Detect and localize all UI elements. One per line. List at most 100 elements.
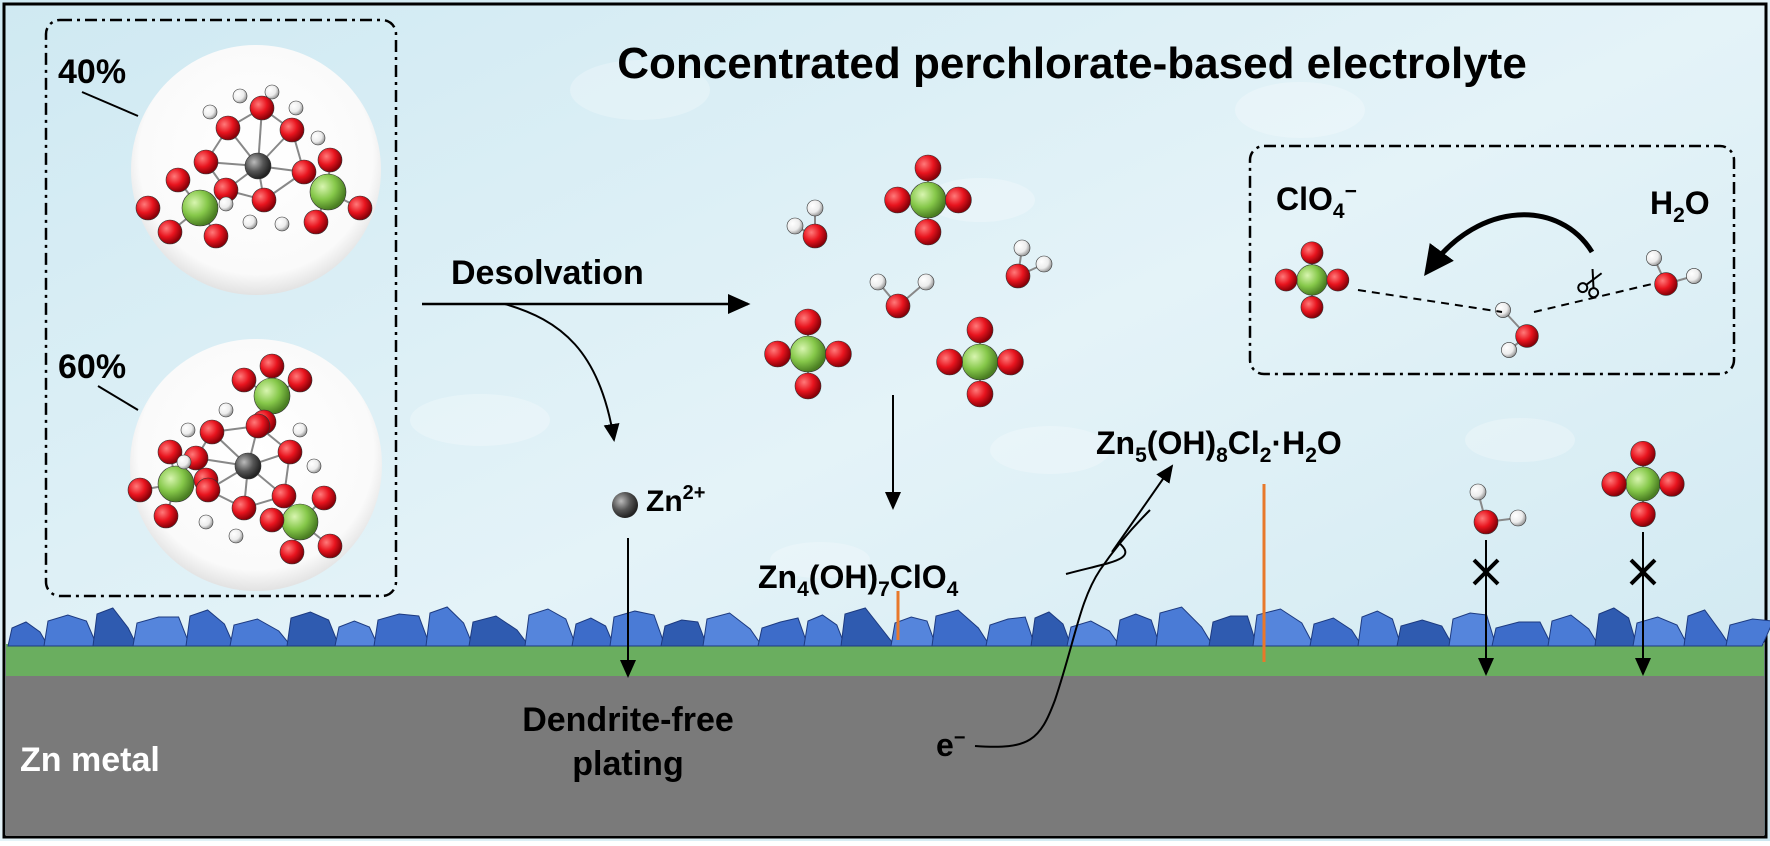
- sei-crystal: [468, 615, 530, 647]
- sei-crystal: [1115, 613, 1161, 647]
- oxygen-atom: [135, 195, 161, 221]
- hbond-interaction-box: [1248, 144, 1736, 376]
- oxygen-atom: [884, 186, 911, 214]
- oxygen-atom: [279, 539, 305, 565]
- sei-crystal: [1066, 620, 1121, 647]
- chlorine-atom: [253, 377, 291, 415]
- hydrogen-atom: [176, 454, 192, 470]
- solvation-cluster-60: [127, 353, 343, 565]
- chlorine-atom: [309, 173, 347, 211]
- hydrogen-atom: [242, 214, 258, 230]
- zn5-formula-label: Zn5(OH)8Cl2·H2O: [1096, 425, 1342, 467]
- chlorine-atom: [1625, 466, 1661, 502]
- oxygen-atom: [1005, 263, 1031, 289]
- oxygen-atom: [245, 413, 271, 439]
- hydrogen-atom: [1509, 509, 1527, 527]
- sei-crystal: [985, 616, 1036, 647]
- sei-crystal: [757, 617, 809, 647]
- hydrogen-atom: [274, 216, 290, 232]
- conversion-curve: [1065, 541, 1127, 575]
- leader-60: [97, 385, 139, 411]
- zn-ion-release-arrow: [504, 303, 620, 442]
- sei-crystal: [840, 607, 897, 647]
- chlorine-atom: [909, 181, 947, 219]
- hydrogen-atom: [228, 528, 244, 544]
- oxygen-atom: [1630, 440, 1656, 467]
- interphase-layer: [6, 644, 1764, 676]
- sei-crystal: [1632, 616, 1689, 647]
- hydrogen-atom: [786, 217, 804, 235]
- sei-crystal: [1491, 621, 1553, 647]
- oxygen-atom: [1274, 268, 1298, 292]
- oxygen-atom: [303, 209, 329, 235]
- oxygen-atom: [966, 316, 994, 344]
- sei-crystal: [1547, 614, 1600, 647]
- sei-crystal: [1155, 606, 1214, 647]
- electron-path: [974, 509, 1151, 748]
- hydrogen-atom: [232, 88, 248, 104]
- sei-crystal: [660, 619, 708, 647]
- solvation-structure-box: [44, 18, 398, 598]
- hydrogen-atom: [869, 273, 887, 291]
- oxygen-atom: [794, 308, 822, 336]
- hbond-molecules: [1274, 241, 1702, 358]
- zinc-atom: [234, 452, 262, 480]
- oxygen-atom: [1473, 509, 1499, 535]
- oxygen-atom: [279, 117, 305, 143]
- sei-crystal: [890, 616, 937, 647]
- sei-crystal: [425, 606, 474, 647]
- oxygen-atom: [193, 149, 219, 175]
- label-60-percent: 60%: [58, 348, 126, 386]
- oxygen-atom: [157, 439, 183, 465]
- hydrogen-atom: [198, 514, 214, 530]
- oxygen-atom: [794, 372, 822, 400]
- oxygen-atom: [203, 223, 229, 249]
- hbond-dash-left: [1357, 289, 1503, 313]
- oxygen-atom: [249, 95, 275, 121]
- sei-crystal: [1208, 615, 1258, 647]
- hydrogen-atom: [310, 130, 326, 146]
- oxygen-atom: [199, 419, 225, 445]
- oxygen-atom: [764, 340, 791, 368]
- hydrogen-atom: [218, 402, 234, 418]
- sei-crystal: [609, 610, 666, 647]
- oxygen-atom: [251, 187, 277, 213]
- sei-crystal: [7, 621, 49, 647]
- oxygen-atom: [1601, 471, 1627, 497]
- oxygen-atom: [885, 293, 911, 319]
- label-40-percent: 40%: [58, 53, 126, 91]
- sei-crystal: [1448, 612, 1497, 647]
- oxygen-atom: [1630, 501, 1656, 528]
- sei-crystal: [1396, 619, 1454, 647]
- sei-crystal: [702, 612, 763, 647]
- sei-crystal: [185, 609, 235, 647]
- scissors-icon: [1577, 268, 1603, 299]
- oxygen-atom: [271, 483, 297, 509]
- hydrogen-atom: [1495, 302, 1511, 318]
- sei-crystal-layer: [7, 606, 1770, 647]
- oxygen-atom: [1326, 268, 1350, 292]
- perchlorate-blocked-cross-icon: [1629, 558, 1657, 586]
- chlorine-atom: [157, 465, 195, 503]
- oxygen-atom: [291, 159, 317, 185]
- hydrogen-atom: [806, 199, 824, 217]
- oxygen-atom: [259, 507, 285, 533]
- oxygen-atom: [1654, 272, 1678, 296]
- hydrogen-atom: [264, 84, 280, 100]
- oxygen-atom: [1659, 471, 1685, 497]
- oxygen-atom: [914, 218, 942, 246]
- hydrogen-atom: [218, 196, 234, 212]
- oxygen-atom: [1300, 241, 1324, 265]
- hydrogen-atom: [180, 422, 196, 438]
- hbond-transfer-arrow: [1424, 212, 1595, 277]
- oxygen-atom: [231, 367, 257, 393]
- oxygen-atom: [127, 477, 153, 503]
- chlorine-atom: [789, 335, 827, 373]
- oxygen-atom: [945, 186, 972, 214]
- oxygen-atom: [1300, 295, 1324, 319]
- zn-metal-label: Zn metal: [20, 741, 160, 779]
- hydrogen-atom: [292, 422, 308, 438]
- free-molecules: [764, 154, 1053, 408]
- blocked-molecules: [1469, 440, 1685, 535]
